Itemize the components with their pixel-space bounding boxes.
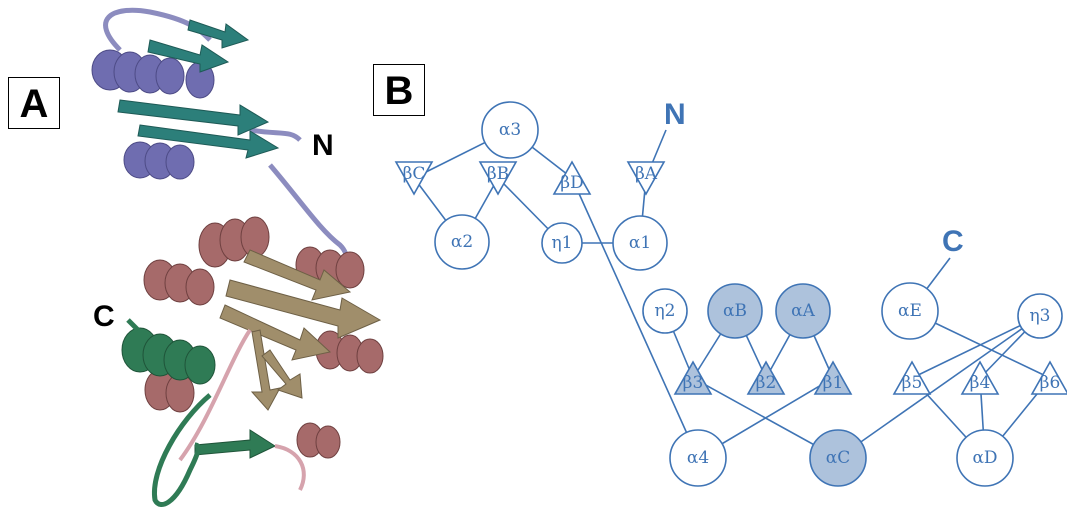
- topology-element-aC: αC: [809, 429, 867, 487]
- connection-bD-a4: [571, 177, 699, 459]
- topology-element-a4: α4: [669, 429, 727, 487]
- topology-element-b4: β4: [960, 360, 1000, 395]
- connection-b5-h3: [911, 315, 1041, 379]
- topology-label-aA: αA: [791, 301, 815, 321]
- topology-element-b1: β1: [813, 360, 853, 395]
- topology-element-aA: αA: [775, 283, 831, 339]
- topology-label-aD: αD: [972, 448, 997, 468]
- topology-element-h3: η3: [1017, 293, 1063, 339]
- topology-elements: α3 βC βB βD βA α2 η1 α1 η2 αB αA β3 β2 β1 α4 αC αE η3 β5 β4…: [394, 101, 1067, 487]
- topology-label-b1: β1: [823, 373, 844, 393]
- topology-element-bB: βB: [478, 161, 518, 196]
- topology-element-b3: β3: [673, 360, 713, 395]
- topology-element-a3: α3: [481, 101, 539, 159]
- connection-aC-h3: [837, 315, 1041, 459]
- topology-label-bB: βB: [487, 164, 509, 184]
- topology-element-b6: β6: [1030, 360, 1067, 395]
- topology-label-b2: β2: [756, 373, 777, 393]
- topology-label-bD: βD: [560, 173, 583, 193]
- topology-label-aB: αB: [723, 301, 747, 321]
- topology-label-h3: η3: [1029, 306, 1050, 326]
- topology-element-aD: αD: [956, 429, 1014, 487]
- topology-label-aE: αE: [898, 301, 922, 321]
- topology-element-aE: αE: [881, 282, 939, 340]
- topology-label-bC: βC: [403, 164, 426, 184]
- topology-label-a2: α2: [451, 232, 473, 252]
- c-terminus-label-a: C: [93, 300, 115, 333]
- topology-label-a3: α3: [499, 120, 521, 140]
- topology-label-a4: α4: [687, 448, 709, 468]
- topology-label-b5: β5: [902, 373, 923, 393]
- topology-element-b2: β2: [746, 360, 786, 395]
- topology-label-a1: α1: [629, 233, 651, 253]
- topology-label-aC: αC: [826, 448, 851, 468]
- topology-element-h2: η2: [642, 288, 688, 334]
- n-terminus-label-b: N: [664, 98, 686, 131]
- topology-label-b6: β6: [1040, 373, 1061, 393]
- topology-label-b3: β3: [683, 373, 704, 393]
- topology-element-a2: α2: [434, 214, 490, 270]
- topology-element-a1: α1: [612, 215, 668, 271]
- topology-element-bA: βA: [626, 161, 666, 196]
- panel-label-b: B: [373, 64, 425, 116]
- n-terminus-label-a: N: [312, 129, 334, 162]
- topology-element-bC: βC: [394, 161, 434, 196]
- topology-element-bD: βD: [552, 160, 592, 195]
- topology-element-h1: η1: [541, 222, 583, 264]
- topology-label-bA: βA: [635, 164, 658, 184]
- topology-label-h2: η2: [654, 301, 675, 321]
- topology-label-b4: β4: [970, 373, 991, 393]
- topology-element-aB: αB: [707, 283, 763, 339]
- panel-label-a: A: [8, 77, 60, 129]
- protein-ribbon-structure: [91, 7, 384, 507]
- topology-label-h1: η1: [551, 233, 572, 253]
- c-terminus-label-b: C: [942, 225, 964, 258]
- topology-element-b5: β5: [892, 360, 932, 395]
